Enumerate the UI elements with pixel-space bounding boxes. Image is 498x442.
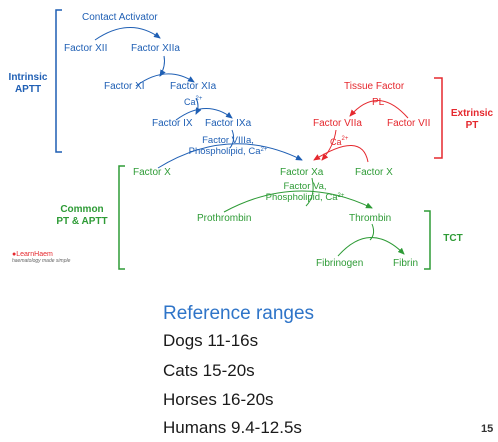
- arrow-ix-to-ixa: [175, 108, 233, 121]
- arrow-fibrinogen-to-fibrin: [337, 237, 405, 257]
- factor-ix: Factor IX: [152, 118, 193, 129]
- phospholipid-pl: PL: [372, 97, 385, 108]
- arrow-thrombin-down: [369, 223, 375, 241]
- intrinsic-cofactor-line1: Factor VIIIa,: [202, 135, 254, 146]
- extrinsic-bracket: [434, 77, 443, 159]
- intrinsic-subtitle: APTT: [14, 84, 42, 95]
- intrinsic-label: Intrinsic APTT: [2, 72, 54, 96]
- tct-bracket: [424, 210, 431, 270]
- factor-x-left: Factor X: [133, 167, 171, 178]
- reference-ranges-title: Reference ranges: [163, 303, 315, 324]
- factor-xi: Factor XI: [104, 81, 145, 92]
- logo-drop-icon: ●: [12, 251, 17, 258]
- extrinsic-title: Extrinsic: [450, 108, 494, 119]
- reference-line-humans: Humans 9.4-12.5s: [163, 418, 302, 437]
- logo-tagline: haematology made simple: [12, 258, 71, 264]
- factor-xa: Factor Xa: [280, 167, 324, 178]
- common-title: Common: [60, 204, 104, 215]
- thrombin: Thrombin: [349, 213, 392, 224]
- common-cofactors: Factor Va, Phospholipid, Ca2+: [251, 181, 359, 203]
- common-subtitle: PT & APTT: [56, 216, 108, 227]
- intrinsic-cofactors: Factor VIIIa, Phospholipid, Ca2+: [176, 135, 280, 157]
- intrinsic-bracket: [55, 9, 62, 153]
- arrow-xiia-to-xi: [159, 55, 166, 77]
- arrow-vii-to-viia: [349, 100, 409, 119]
- tissue-factor: Tissue Factor: [344, 81, 405, 92]
- common-cofactor-line1: Factor Va,: [283, 181, 327, 192]
- arrow-xii-to-xiia: [94, 27, 161, 41]
- arrow-viia-to-xa: [321, 129, 337, 161]
- fibrinogen: Fibrinogen: [316, 258, 364, 269]
- contact-activator: Contact Activator: [82, 12, 158, 23]
- fibrin: Fibrin: [393, 258, 419, 269]
- intrinsic-calcium-text: Ca: [184, 97, 196, 107]
- factor-x-right: Factor X: [355, 167, 393, 178]
- factor-ixa: Factor IXa: [205, 118, 252, 129]
- factor-vii: Factor VII: [387, 118, 431, 129]
- arrow-xa-to-thrombin: [305, 177, 314, 207]
- common-label: Common PT & APTT: [48, 204, 116, 228]
- logo-name: LearnHaem: [16, 251, 53, 258]
- arrow-xia-to-ix: [195, 97, 202, 115]
- extrinsic-calcium-text: Ca: [330, 137, 342, 147]
- page-number: 15: [481, 423, 494, 435]
- arrow-xi-to-xia: [135, 73, 195, 87]
- arrow-ixa-to-x: [229, 129, 235, 149]
- arrow-x-to-xa-intrinsic: [157, 143, 303, 169]
- extrinsic-subtitle: PT: [465, 120, 479, 131]
- arrow-prothrombin-to-thrombin: [223, 190, 373, 213]
- arrow-x-to-xa-extrinsic: [313, 145, 369, 163]
- reference-line-cats: Cats 15-20s: [163, 361, 255, 380]
- factor-xii: Factor XII: [64, 43, 108, 54]
- tct-label: TCT: [443, 233, 463, 244]
- intrinsic-calcium: Ca2+: [184, 96, 203, 107]
- factor-xiia: Factor XIIa: [131, 43, 180, 54]
- learnhaem-logo: ●LearnHaem haematology made simple: [12, 251, 70, 264]
- extrinsic-label: Extrinsic PT: [448, 108, 496, 132]
- factor-xia: Factor XIa: [170, 81, 217, 92]
- intrinsic-title: Intrinsic: [8, 72, 48, 83]
- prothrombin: Prothrombin: [197, 213, 252, 224]
- common-bracket: [118, 165, 125, 270]
- intrinsic-cofactor-line2: Phospholipid, Ca2+: [188, 146, 268, 157]
- common-cofactor-line2: Phospholipid, Ca2+: [265, 192, 345, 203]
- reference-line-horses: Horses 16-20s: [163, 390, 274, 409]
- extrinsic-calcium: Ca2+: [330, 136, 349, 147]
- reference-line-dogs: Dogs 11-16s: [163, 331, 259, 350]
- factor-viia: Factor VIIa: [313, 118, 362, 129]
